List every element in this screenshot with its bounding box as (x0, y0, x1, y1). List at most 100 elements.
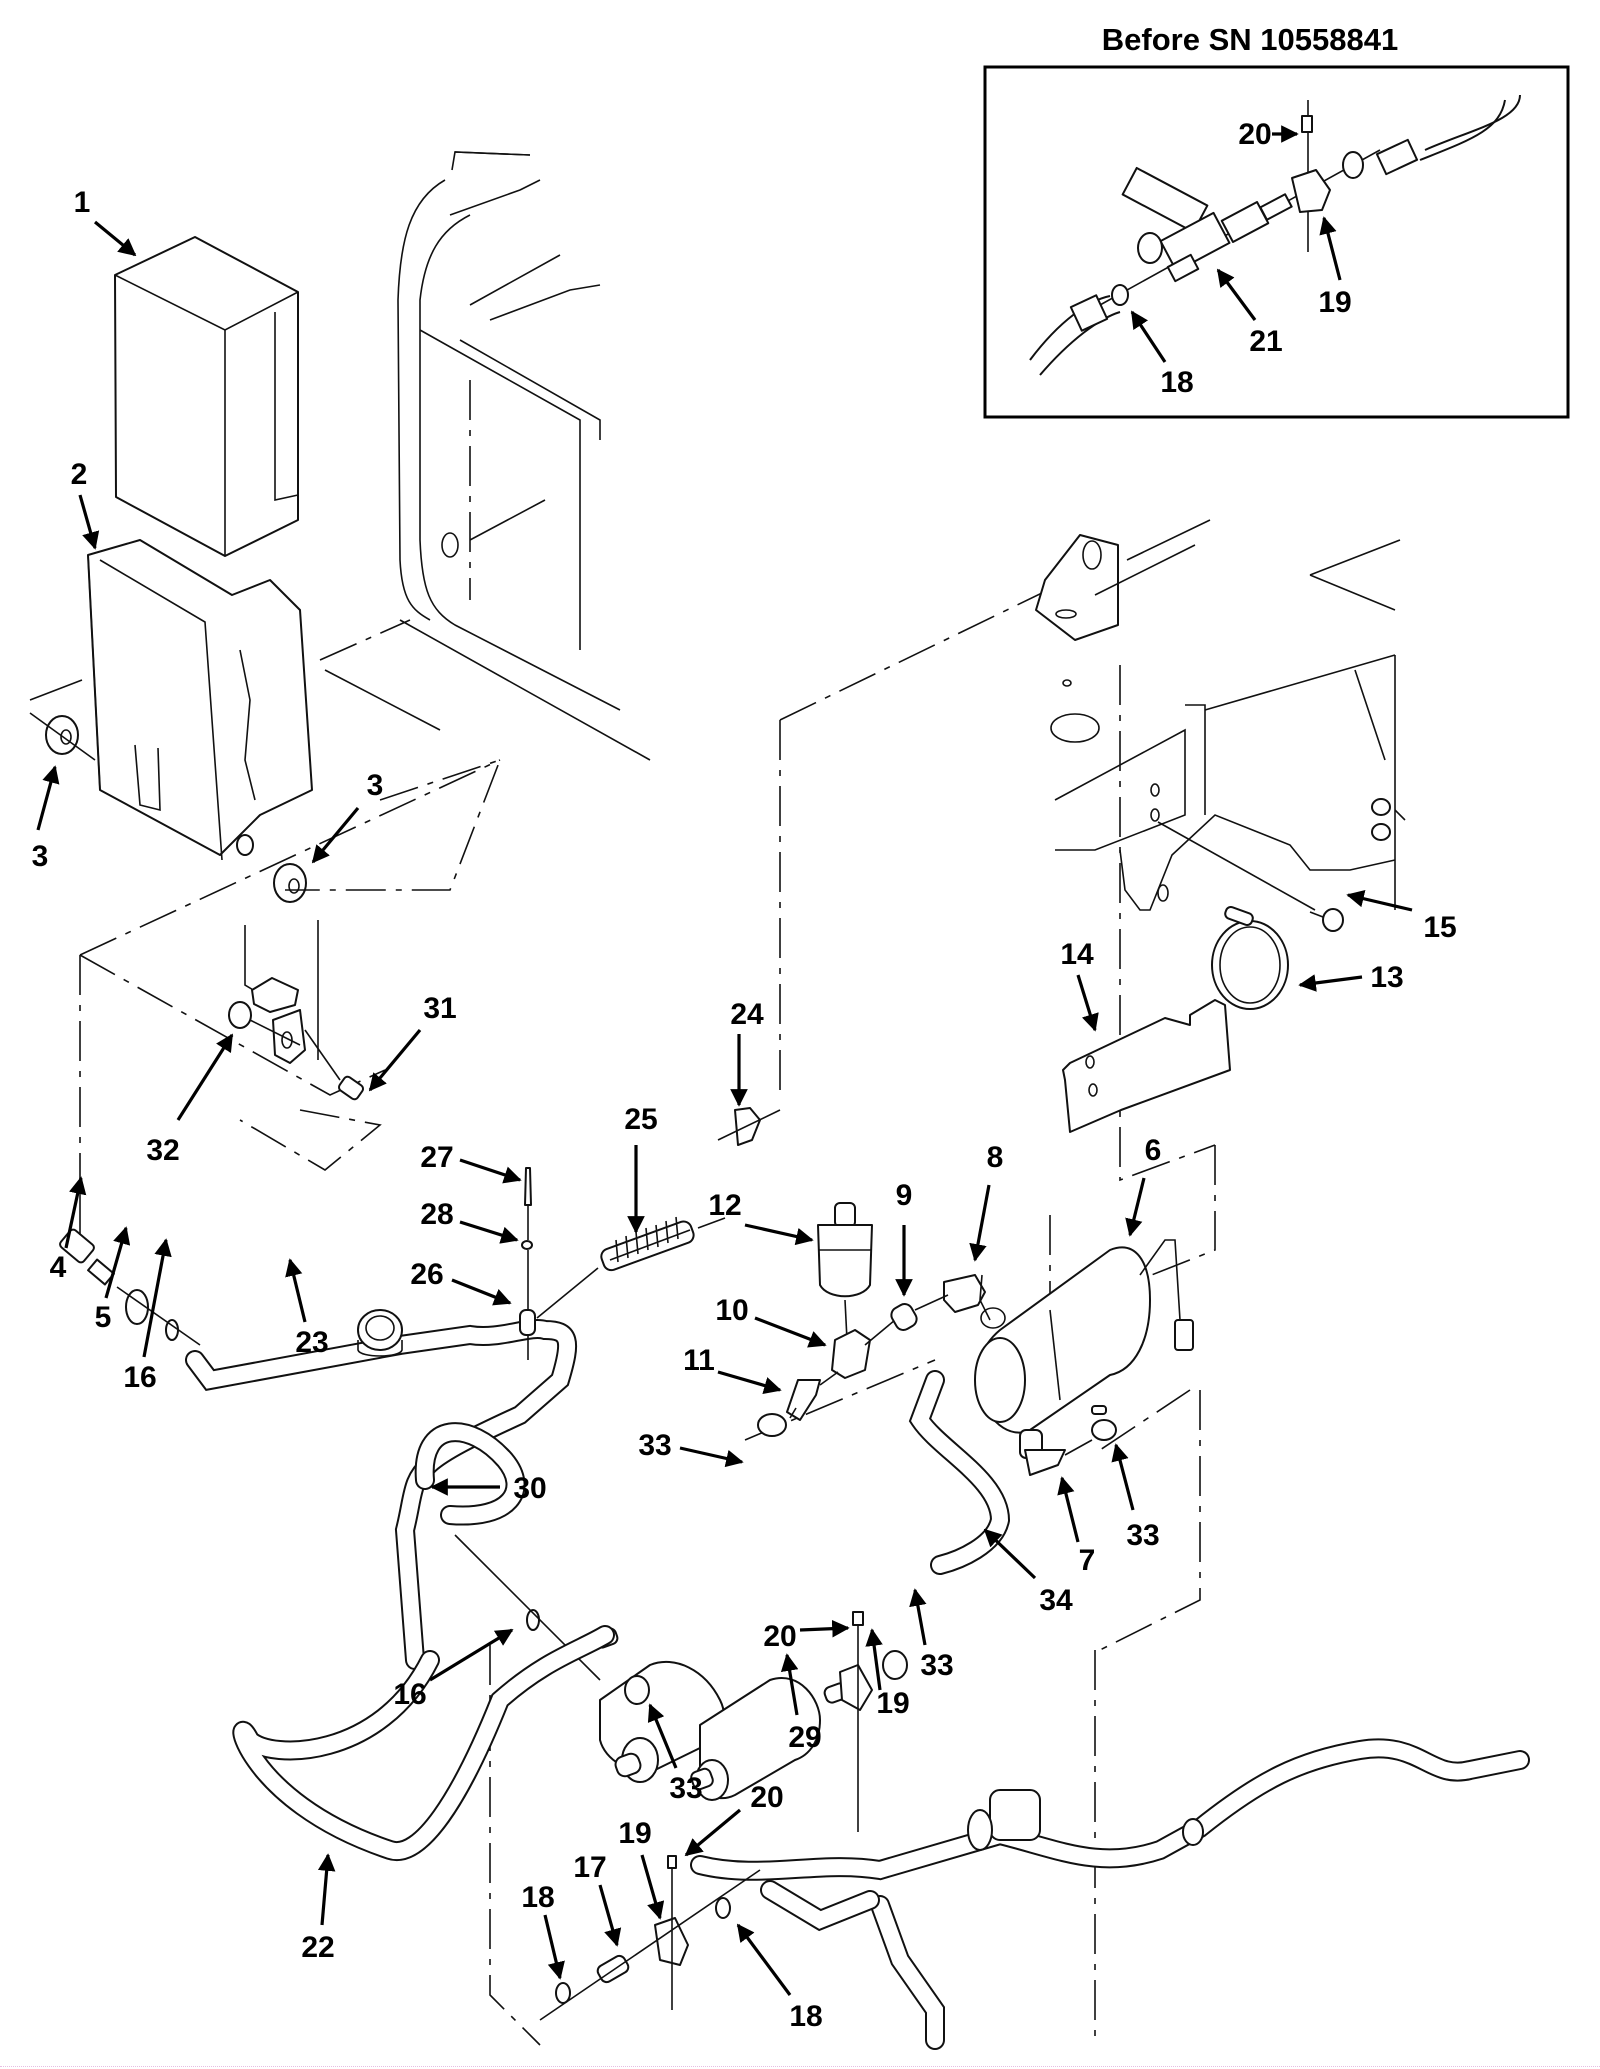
clamp-18-lower-left (555, 1982, 571, 2004)
callout-11: 11 (683, 1344, 715, 1377)
elbow-fitting-11 (786, 1371, 839, 1421)
frame-section (1035, 519, 1406, 932)
callout-inset-18: 18 (1160, 366, 1193, 399)
washer-28 (521, 1240, 533, 1250)
callout-26: 26 (410, 1258, 443, 1291)
tank-cover (114, 236, 299, 557)
inset-hose-right (1419, 99, 1506, 161)
callout-inset-21: 21 (1249, 325, 1282, 358)
fuel-pump-6 (974, 1239, 1194, 1434)
callout-20-lower: 20 (750, 1781, 783, 1814)
fitting-4 (59, 1228, 115, 1286)
inset-title: Before SN 10558841 (1102, 22, 1398, 57)
grommet-30 (357, 1309, 403, 1357)
bracket-24 (717, 1107, 781, 1146)
in-line-filter-29 (593, 1627, 849, 1801)
callout-31: 31 (423, 992, 456, 1025)
callout-19-mid: 19 (876, 1687, 909, 1720)
hose-22 (232, 1625, 615, 1862)
inset-frame (983, 65, 1570, 419)
washer-5 (125, 1289, 149, 1325)
callout-5: 5 (95, 1301, 112, 1334)
clamp-33-pump (1091, 1405, 1117, 1441)
callout-8: 8 (987, 1141, 1004, 1174)
callout-4: 4 (50, 1251, 67, 1284)
pin-27 (524, 1167, 532, 1240)
screw-20-mid (852, 1611, 864, 1626)
callout-2: 2 (71, 458, 88, 491)
callout-16-upper: 16 (123, 1361, 156, 1394)
fitting-17 (596, 1954, 630, 1984)
callout-15: 15 (1423, 911, 1456, 944)
callout-16-lower: 16 (393, 1678, 426, 1711)
clip-26 (519, 1309, 536, 1336)
callout-3-left: 3 (32, 840, 49, 873)
callout-1: 1 (74, 186, 91, 219)
callout-33-upper: 33 (638, 1429, 671, 1462)
nut-9 (890, 1303, 918, 1331)
callout-27: 27 (420, 1141, 453, 1174)
inset-clamp-18 (1111, 284, 1129, 306)
callout-33-pump: 33 (1126, 1519, 1159, 1552)
spring-25 (536, 1216, 726, 1319)
inset-fitting-21 (1121, 166, 1293, 283)
callout-25: 25 (624, 1103, 657, 1136)
clip-19-mid (839, 1664, 873, 1711)
grommet-left (29, 679, 96, 761)
callout-33-lower: 33 (669, 1772, 702, 1805)
fitting-31 (337, 1075, 365, 1101)
callout-3-right: 3 (367, 769, 384, 802)
fuel-bracket (228, 920, 382, 1171)
clamp-18-lower-right (715, 1897, 731, 1919)
clamp-33-upper (757, 1407, 797, 1437)
callout-7: 7 (1079, 1544, 1096, 1577)
callout-23: 23 (295, 1326, 328, 1359)
callout-12: 12 (708, 1189, 741, 1222)
inset-before-sn: Before SN 10558841 20 (983, 22, 1570, 419)
callout-34: 34 (1039, 1584, 1073, 1617)
callout-28: 28 (420, 1198, 453, 1231)
callout-14: 14 (1060, 938, 1094, 971)
callout-10: 10 (715, 1294, 748, 1327)
clamp-13 (1211, 905, 1289, 1010)
clamp-33-lower (624, 1675, 650, 1705)
fuel-filter-12 (817, 1202, 873, 1341)
inset-screw-20 (1301, 115, 1313, 133)
body-panel (319, 151, 651, 761)
fuel-tank (87, 539, 313, 861)
screw-20-lower (667, 1855, 677, 1869)
callout-17: 17 (573, 1851, 606, 1884)
callout-22: 22 (301, 1931, 334, 1964)
callouts: 1 2 3 3 31 32 4 5 16 23 27 28 26 25 24 3… (32, 186, 1457, 2033)
bracket-14 (1062, 999, 1231, 1133)
screw-15 (1322, 908, 1344, 932)
clamp-33-mid (882, 1650, 908, 1680)
callout-20-mid: 20 (763, 1620, 796, 1653)
elbow-8 (943, 1274, 986, 1313)
callout-18-lower-left: 18 (521, 1881, 554, 1914)
inset-clip-19 (1291, 169, 1331, 213)
callout-29: 29 (788, 1721, 821, 1754)
callout-inset-20: 20 (1238, 118, 1271, 151)
callout-9: 9 (896, 1179, 913, 1212)
fuel-valve (989, 1789, 1041, 1841)
callout-30: 30 (513, 1472, 546, 1505)
elbow-fitting-7 (1019, 1429, 1093, 1476)
callout-32: 32 (146, 1134, 179, 1167)
fuel-pipe-bottom (690, 1738, 1530, 2050)
callout-18-lower-right: 18 (789, 2000, 822, 2033)
assembly-lines (79, 559, 1216, 2046)
callout-6: 6 (1145, 1134, 1162, 1167)
grommet-right (236, 834, 307, 903)
callout-24: 24 (730, 998, 764, 1031)
callout-inset-19: 19 (1318, 286, 1351, 319)
callout-13: 13 (1370, 961, 1403, 994)
fuel-line-23 (185, 1319, 577, 1670)
callout-19-lower: 19 (618, 1817, 651, 1850)
callout-33-mid: 33 (920, 1649, 953, 1682)
hose-34 (908, 1370, 1011, 1575)
bottom-rule (0, 2066, 1600, 2067)
tee-fitting-10 (831, 1319, 896, 1379)
inset-hose-end-left (1069, 294, 1109, 332)
